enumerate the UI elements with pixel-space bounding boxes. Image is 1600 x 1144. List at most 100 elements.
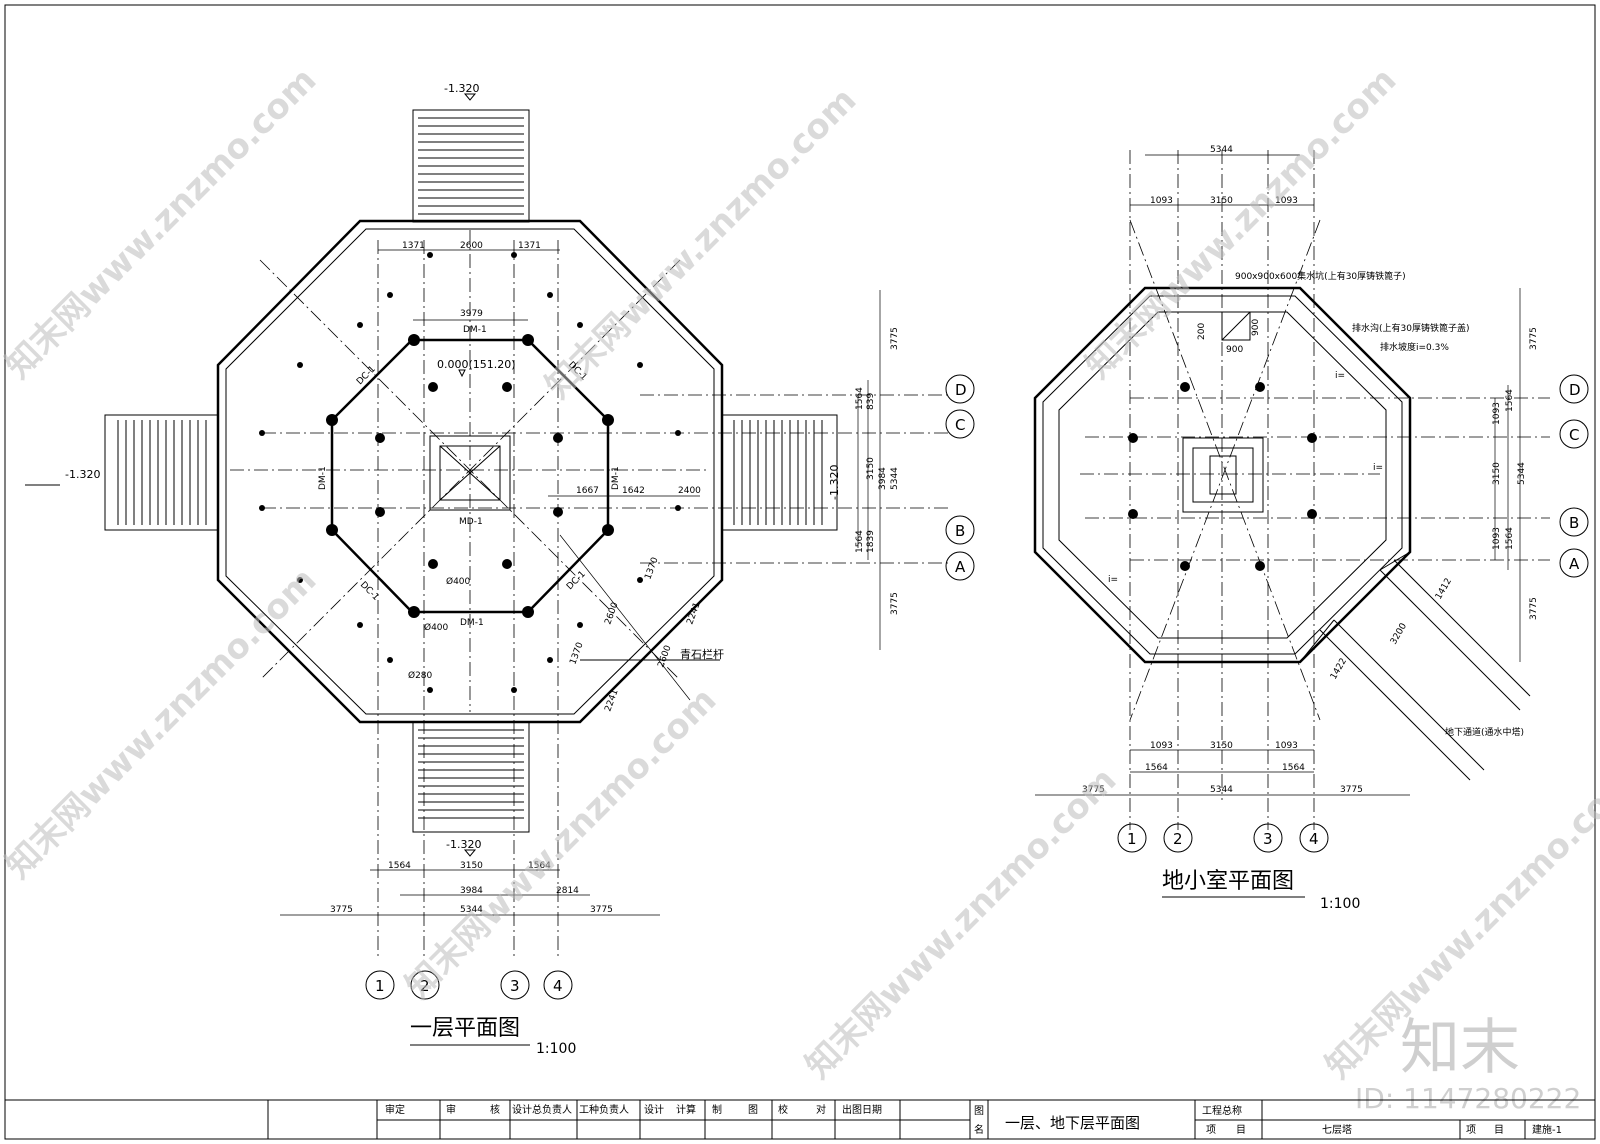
b-dim-right-3: 3150 bbox=[1492, 462, 1502, 485]
svg-text:3: 3 bbox=[510, 977, 520, 995]
core-stair-inner bbox=[439, 445, 501, 501]
tb-drawing-name: 一层、地下层平面图 bbox=[1005, 1114, 1140, 1132]
b-dim-bot-1a: 1093 bbox=[1150, 741, 1173, 751]
svg-text:B: B bbox=[1569, 514, 1579, 532]
level-center-label: 0.000(151.20) bbox=[437, 358, 516, 371]
axis-bubble-1: 1 bbox=[365, 970, 395, 1000]
dim-bottom-3c: 3775 bbox=[590, 905, 613, 915]
b-dim-bot-2b: 1564 bbox=[1282, 763, 1305, 773]
basement-ditch-edge bbox=[1058, 311, 1387, 639]
level-top-label: -1.320 bbox=[444, 82, 479, 95]
svg-text:1: 1 bbox=[1127, 830, 1137, 848]
watermarks: 知末网www.znzmo.com 知末网www.znzmo.com 知末网www… bbox=[0, 60, 1600, 1086]
note-tunnel: 地下通道(通水中塔) bbox=[1445, 726, 1524, 738]
sump-pit bbox=[1221, 311, 1251, 341]
col-size-2: Ø400 bbox=[424, 622, 449, 633]
svg-text:4: 4 bbox=[1309, 830, 1319, 848]
b-dim-top-0: 5344 bbox=[1210, 145, 1233, 155]
svg-text:A: A bbox=[955, 558, 966, 576]
b-axis-bubble-C: C bbox=[1559, 419, 1589, 449]
plan2-title: 地小室平面图 bbox=[1162, 869, 1294, 894]
tb-cell-0: 审定 bbox=[385, 1103, 405, 1116]
title-block: 审定 审 核 设计总负责人 工种负责人 设计 计算 制 图 校 对 出图日期 图… bbox=[5, 1099, 1595, 1139]
plan2-scale: 1:100 bbox=[1320, 896, 1360, 912]
b-dim-right-6: 1564 bbox=[1505, 527, 1515, 550]
dim-bottom-1a: 1564 bbox=[388, 861, 411, 871]
b-dim-top-1: 1093 bbox=[1150, 196, 1173, 206]
dim-mid-3: 2400 bbox=[678, 486, 701, 496]
tb-item-label: 项 bbox=[1206, 1124, 1216, 1136]
level-left-label: -1.320 bbox=[65, 468, 100, 481]
b-dim-right-2: 1093 bbox=[1492, 402, 1502, 425]
b-dim-right-1: 1564 bbox=[1505, 389, 1515, 412]
dim-right-1: 1564 bbox=[855, 387, 865, 410]
dim-top-1: 1371 bbox=[402, 241, 425, 251]
b-dim-bot-3a: 3775 bbox=[1082, 785, 1105, 795]
dim-diag-1: 1370 bbox=[643, 556, 660, 581]
axis-bubble-D: D bbox=[945, 374, 975, 404]
label-dm1-bottom: DM-1 bbox=[460, 618, 484, 628]
b-dim-right-5: 1093 bbox=[1492, 527, 1502, 550]
b-axis-bubble-4: 4 bbox=[1299, 823, 1329, 853]
dim-diag-5: 2600 bbox=[656, 644, 673, 669]
b-dim-top-3: 1093 bbox=[1275, 196, 1298, 206]
watermark-6: 知末网www.znzmo.com bbox=[798, 760, 1124, 1086]
tb-cell-3: 设计总负责人 bbox=[512, 1103, 572, 1116]
stair-right bbox=[721, 414, 838, 531]
axis-bubble-3: 3 bbox=[500, 970, 530, 1000]
tb-cell-1: 审 bbox=[446, 1103, 456, 1116]
label-dc1-bl: DC-1 bbox=[358, 580, 381, 603]
axis-bubble-2: 2 bbox=[410, 970, 440, 1000]
svg-text:2: 2 bbox=[420, 977, 430, 995]
stair-left bbox=[104, 414, 219, 531]
b-axis-bubble-2: 2 bbox=[1163, 823, 1193, 853]
drawing-frame bbox=[4, 4, 1596, 1140]
note-ditch: 排水沟(上有30厚铸铁篦子盖) bbox=[1352, 322, 1469, 334]
level-right-label: -1.320 bbox=[828, 465, 841, 500]
dim-right-9: 3775 bbox=[890, 592, 900, 615]
tb-cell-9: 校 bbox=[778, 1103, 788, 1116]
dim-bottom-3a: 3775 bbox=[330, 905, 353, 915]
dim-bottom-2a: 3984 bbox=[460, 886, 483, 896]
tb-cell-6: 计算 bbox=[676, 1103, 696, 1116]
dim-bottom-3b: 5344 bbox=[460, 905, 483, 915]
tb-cell-8: 图 bbox=[748, 1104, 758, 1116]
dim-diag-3: 2241 bbox=[685, 601, 702, 626]
watermark-1: 知末网www.znzmo.com bbox=[0, 60, 324, 386]
axis-bubble-C: C bbox=[945, 409, 975, 439]
b-dim-misc-2: 900 bbox=[1251, 319, 1261, 336]
b-dim-right-4: 5344 bbox=[1517, 462, 1527, 485]
columns-plan2 bbox=[1128, 382, 1317, 571]
b-dim-misc-1: 900 bbox=[1226, 345, 1243, 355]
tb-item-value: 七层塔 bbox=[1322, 1123, 1352, 1136]
plan-first-floor: -1.320 -1.320 -1.320 -1.320 0.000(151.20… bbox=[25, 82, 975, 1057]
tb-no-label: 项 bbox=[1466, 1124, 1476, 1136]
b-dim-misc-4: 3200 bbox=[1389, 621, 1409, 646]
dim-right-8: 3775 bbox=[890, 327, 900, 350]
b-dim-right-0: 3775 bbox=[1529, 327, 1539, 350]
note-i3: i= bbox=[1108, 575, 1118, 585]
dim-right-2: 839 bbox=[866, 393, 876, 410]
b-dim-bot-1c: 1093 bbox=[1275, 741, 1298, 751]
b-dim-top-2: 3150 bbox=[1210, 196, 1233, 206]
axis-bubble-4: 4 bbox=[543, 970, 573, 1000]
railing-label: 青石栏杆 bbox=[680, 647, 724, 661]
svg-text:D: D bbox=[1569, 381, 1581, 399]
axis-bubble-B: B bbox=[945, 515, 975, 545]
dim-inner: 3979 bbox=[460, 309, 483, 319]
tb-cell-5: 设计 bbox=[644, 1103, 664, 1116]
tb-cell-2: 核 bbox=[490, 1103, 500, 1116]
svg-text:C: C bbox=[955, 416, 965, 434]
label-dm1-right: DM-1 bbox=[611, 466, 621, 490]
watermark-2: 知末网www.znzmo.com bbox=[538, 80, 864, 406]
watermark-4: 知末网www.znzmo.com bbox=[0, 560, 324, 886]
basement-core bbox=[1182, 437, 1264, 513]
note-i1: i= bbox=[1335, 371, 1345, 381]
label-dm1-top: DM-1 bbox=[463, 325, 487, 335]
tb-drawing-no: 建施-1 bbox=[1532, 1123, 1562, 1136]
dim-right-4: 3984 bbox=[878, 467, 888, 490]
b-dim-misc-0: 200 bbox=[1197, 323, 1207, 340]
tb-fig-label-a: 图 bbox=[974, 1105, 984, 1117]
label-dc1-br: DC-1 bbox=[565, 569, 588, 592]
b-axis-bubble-1: 1 bbox=[1117, 823, 1147, 853]
